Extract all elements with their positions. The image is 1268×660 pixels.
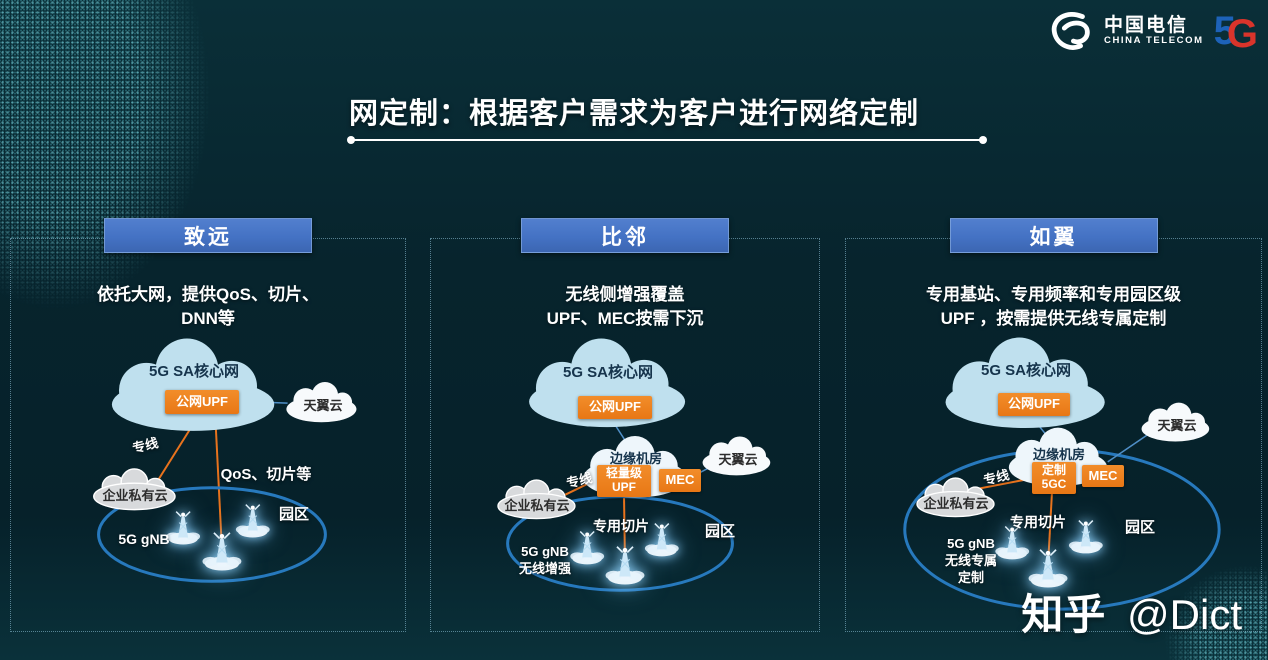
base-station-icon <box>235 503 271 539</box>
title-underline <box>347 136 987 144</box>
desc-line2: DNN等 <box>181 308 235 328</box>
panel-bilin-header: 比邻 <box>521 218 729 253</box>
gnb-line2: 无线专属 <box>944 552 997 568</box>
watermark-site: 知乎 <box>1021 591 1106 638</box>
gnb-line1: 5G gNB <box>521 544 569 559</box>
core-network-label: 5G SA核心网 <box>148 363 239 380</box>
panel-bilin: 比邻 无线侧增强覆盖 UPF、MEC按需下沉 5G SA核心网 公网UPF 边缘… <box>430 218 820 632</box>
private-cloud-label: 企业私有云 <box>923 496 989 511</box>
qos-slice-label: QoS、切片等 <box>220 466 312 483</box>
page-title: 网定制：根据客户需求为客户进行网络定制 <box>348 98 920 130</box>
mec-box: MEC <box>1082 465 1124 487</box>
desc-line1: 无线侧增强覆盖 <box>565 285 685 304</box>
panel-bilin-diagram <box>497 338 771 592</box>
tianyi-cloud-label: 天翼云 <box>1157 418 1197 433</box>
panel-bilin-description: 无线侧增强覆盖 UPF、MEC按需下沉 <box>431 283 819 331</box>
custom-5gc-line2: 5GC <box>1041 477 1067 491</box>
edge-room-label: 边缘机房 <box>609 451 662 466</box>
zhihu-watermark: 知乎 @Dict <box>1021 581 1242 642</box>
private-cloud-label: 企业私有云 <box>102 488 168 503</box>
panel-ruyi-description: 专用基站、专用频率和专用园区级 UPF ，按需提供无线专属定制 <box>846 283 1261 331</box>
5g-logo: 5 G <box>1214 8 1258 54</box>
panel-ruyi-header: 如翼 <box>949 218 1158 253</box>
campus-label: 园区 <box>1124 519 1155 536</box>
tianyi-cloud-label: 天翼云 <box>303 398 343 413</box>
public-upf-box: 公网UPF <box>998 393 1070 416</box>
desc-line1: 依托大网，提供QoS、切片、 <box>97 285 319 304</box>
5g-logo-5: 5 <box>1213 9 1236 53</box>
china-telecom-wordmark: 中国电信 CHINA TELECOM <box>1104 16 1204 46</box>
custom-5gc-box: 定制 5GC <box>1032 462 1076 494</box>
core-network-label: 5G SA核心网 <box>980 362 1071 379</box>
gnb-line3: 定制 <box>957 569 984 585</box>
brand-english: CHINA TELECOM <box>1104 34 1204 46</box>
gnb-label: 5G gNB 无线专属 定制 <box>931 536 1011 587</box>
base-station-icon <box>201 531 243 572</box>
tianyi-cloud-label: 天翼云 <box>718 452 758 467</box>
dedicated-slice-label: 专用切片 <box>593 518 649 534</box>
campus-label: 园区 <box>278 506 309 523</box>
core-network-label: 5G SA核心网 <box>562 364 653 381</box>
light-upf-box: 轻量级 UPF <box>597 465 651 497</box>
watermark-handle: @Dict <box>1127 591 1242 638</box>
edge-room-label: 边缘机房 <box>1032 447 1085 462</box>
dedicated-slice-label: 专用切片 <box>1010 514 1066 530</box>
public-upf-box: 公网UPF <box>165 390 239 414</box>
base-station-icon <box>604 545 646 586</box>
panel-ruyi-diagram <box>903 337 1221 611</box>
campus-ellipse <box>97 486 327 583</box>
panel-zhiyuan-header: 致远 <box>104 218 312 253</box>
gnb-label: 5G gNB <box>118 531 170 547</box>
gnb-line2: 无线增强 <box>518 560 571 576</box>
panel-zhiyuan-description: 依托大网，提供QoS、切片、 DNN等 <box>11 283 405 331</box>
panel-zhiyuan-diagram <box>93 338 357 583</box>
custom-5gc-line1: 定制 <box>1041 463 1066 478</box>
china-telecom-icon <box>1051 12 1090 50</box>
public-upf-box: 公网UPF <box>578 396 652 419</box>
mec-box: MEC <box>659 469 701 492</box>
5g-logo-g: G <box>1226 12 1258 56</box>
campus-label: 园区 <box>704 523 735 540</box>
desc-line2: UPF、MEC按需下沉 <box>546 308 704 328</box>
panel-zhiyuan: 致远 依托大网，提供QoS、切片、 DNN等 5G SA核心网 公网UPF 天翼… <box>10 218 406 632</box>
gnb-line1: 5G gNB <box>947 536 995 551</box>
light-upf-line1: 轻量级 <box>605 466 642 481</box>
light-upf-line2: UPF <box>612 480 636 494</box>
private-cloud-label: 企业私有云 <box>504 498 570 513</box>
gnb-label: 5G gNB 无线增强 <box>505 544 585 578</box>
logo-area: 中国电信 CHINA TELECOM 5 G <box>1048 8 1258 54</box>
core-network-cloud <box>111 338 275 431</box>
desc-line1: 专用基站、专用频率和专用园区级 <box>926 285 1181 304</box>
panel-ruyi: 如翼 专用基站、专用频率和专用园区级 UPF ，按需提供无线专属定制 5G SA… <box>845 218 1262 632</box>
brand-chinese: 中国电信 <box>1104 15 1189 37</box>
desc-line2: UPF ，按需提供无线专属定制 <box>940 308 1167 328</box>
